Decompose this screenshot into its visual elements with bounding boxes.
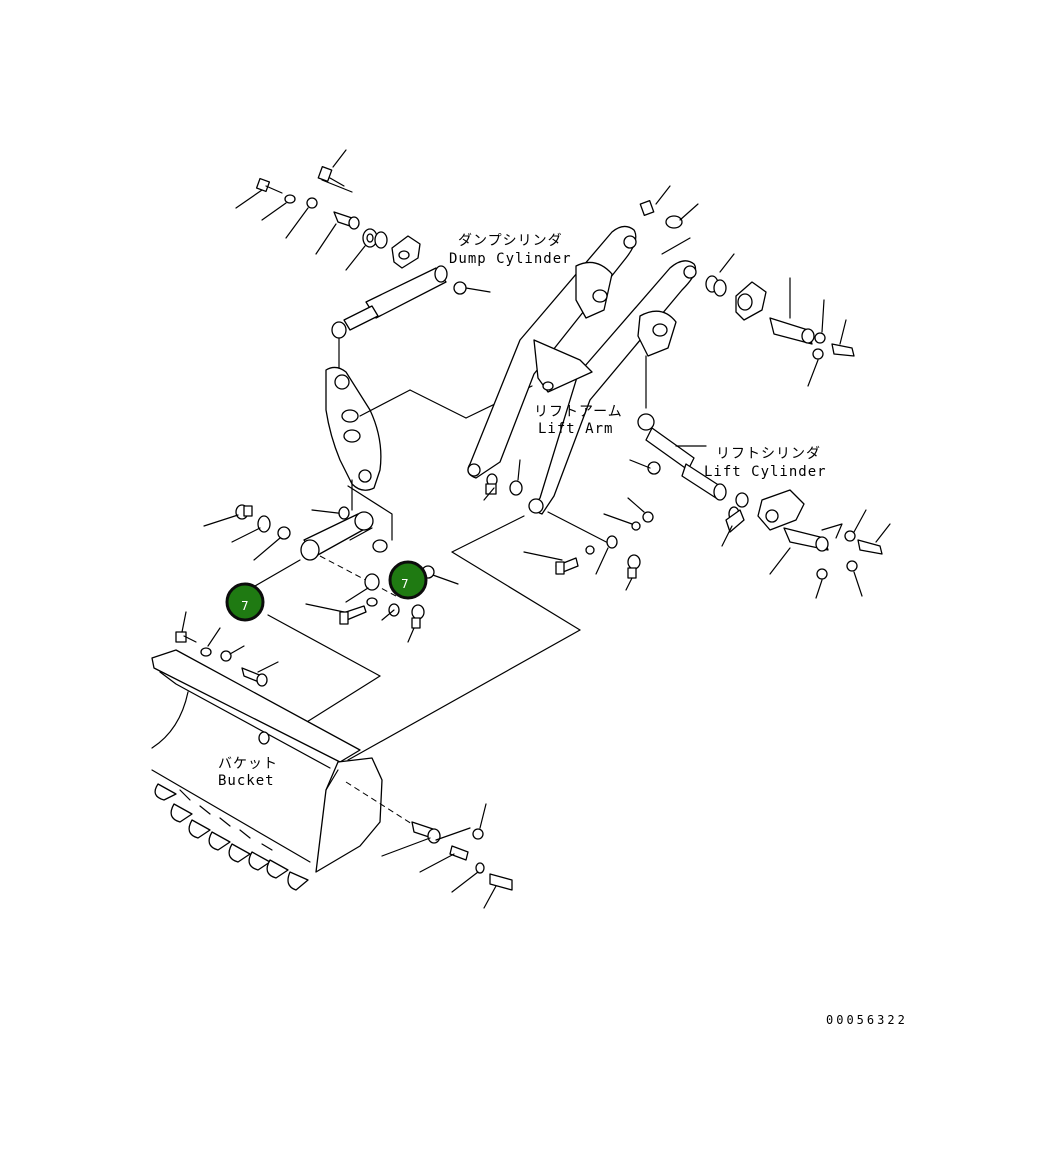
lift-arm-label: リフトアーム Lift Arm (534, 404, 623, 437)
bell-crank-assembly (300, 366, 533, 561)
leader-lines (247, 555, 459, 726)
dump-cylinder-assembly (235, 149, 491, 369)
ring-part (345, 228, 388, 271)
grease-fitting-part (317, 149, 353, 193)
bracket-part (391, 235, 421, 269)
bucket-teeth (154, 783, 309, 891)
lift-cylinder-label-ja: リフトシリンダ (716, 446, 821, 462)
nut-part (285, 197, 318, 239)
link-bolt-hardware (305, 565, 435, 643)
washer-part (261, 194, 296, 221)
link-pin-hardware (203, 504, 291, 561)
dump-cylinder-body (331, 265, 448, 369)
dump-cylinder-label-en: Dump Cylinder (449, 251, 572, 267)
lift-arm-foot-hardware (347, 459, 654, 761)
bucket-label-en: Bucket (218, 773, 275, 789)
bucket-label-ja: バケット (218, 756, 278, 772)
lift-arm-pin-hardware (639, 185, 855, 387)
lift-arm-label-en: Lift Arm (538, 421, 613, 437)
dump-cylinder-label: ダンプシリンダ Dump Cylinder (449, 233, 572, 267)
callout-number: 7 (401, 577, 409, 591)
edge-bolts (175, 611, 279, 745)
lift-arm-assembly (467, 225, 697, 515)
bucket-pin-hardware (381, 803, 513, 909)
lift-arm-label-ja: リフトアーム (534, 404, 623, 420)
lift-cylinder-label-en: Lift Cylinder (704, 464, 827, 480)
dump-cylinder-label-ja: ダンプシリンダ (458, 233, 563, 249)
lift-cylinder-label: リフトシリンダ Lift Cylinder (704, 446, 827, 480)
callout-7-left[interactable]: 7 (225, 582, 265, 622)
drawing-number: 00056322 (826, 1013, 908, 1027)
callout-number: 7 (241, 599, 249, 613)
lift-cylinder-assembly (629, 413, 891, 599)
washer-part (453, 281, 491, 295)
pin-part (315, 211, 360, 255)
bucket-assembly (151, 611, 413, 891)
bolt-part (235, 177, 283, 209)
bucket-label: バケット Bucket (218, 756, 278, 789)
callout-7-right[interactable]: 7 (388, 560, 428, 600)
